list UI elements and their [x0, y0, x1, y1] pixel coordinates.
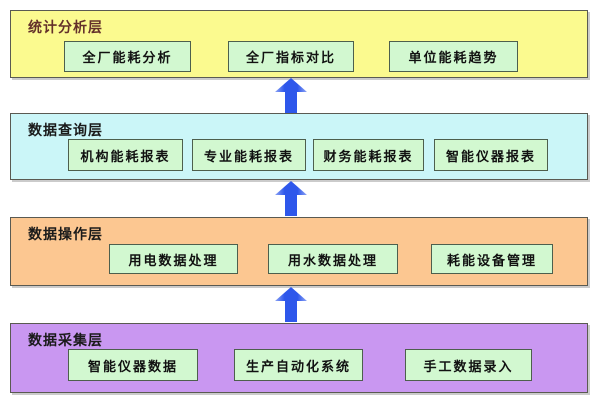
up-arrow-query-to-statistics	[275, 78, 307, 113]
node-unit-energy-trend: 单位能耗趋势	[389, 41, 518, 72]
layer-statistics-label: 统计分析层	[28, 20, 103, 36]
node-plant-index-compare: 全厂指标对比	[228, 41, 354, 72]
node-smart-meter-data: 智能仪器数据	[68, 349, 198, 381]
layer-collection-label: 数据采集层	[28, 333, 103, 349]
node-finance-energy-report: 财务能耗报表	[313, 139, 424, 171]
up-arrow-operation-to-query	[275, 181, 307, 216]
node-production-automation-system: 生产自动化系统	[234, 349, 363, 381]
up-arrow-collection-to-operation	[275, 287, 307, 322]
layer-collection: 数据采集层 智能仪器数据 生产自动化系统 手工数据录入	[10, 323, 588, 393]
node-manual-data-entry: 手工数据录入	[405, 349, 532, 381]
layer-operation: 数据操作层 用电数据处理 用水数据处理 耗能设备管理	[10, 217, 588, 286]
node-plant-energy-analysis: 全厂能耗分析	[64, 41, 191, 72]
node-electricity-data-processing: 用电数据处理	[109, 244, 238, 274]
node-smart-meter-report: 智能仪器报表	[434, 139, 548, 171]
layer-operation-label: 数据操作层	[28, 227, 103, 243]
node-water-data-processing: 用水数据处理	[268, 244, 398, 274]
layer-query: 数据查询层 机构能耗报表 专业能耗报表 财务能耗报表 智能仪器报表	[10, 113, 588, 180]
node-energy-device-management: 耗能设备管理	[431, 244, 553, 274]
layer-statistics: 统计分析层 全厂能耗分析 全厂指标对比 单位能耗趋势	[10, 10, 588, 78]
node-specialty-energy-report: 专业能耗报表	[192, 139, 306, 171]
node-org-energy-report: 机构能耗报表	[68, 139, 183, 171]
layer-query-label: 数据查询层	[28, 123, 103, 139]
